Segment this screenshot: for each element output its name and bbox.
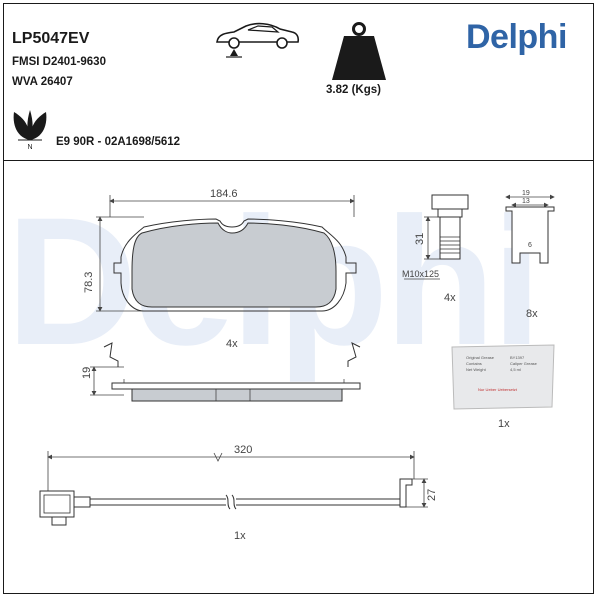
clip-hole-dim: 6 [528,242,532,249]
approval-number: E9 90R - 02A1698/5612 [56,136,181,148]
eco-letter: N [27,144,32,150]
pad-side-backplate [111,382,361,390]
grease-warning: Nur Ueber Uebersetzt [478,387,518,392]
bolt-length-dim: 31 [414,233,426,245]
wear-sensor [39,478,413,526]
delphi-logo: Delphi [466,18,567,56]
eco-leaf-icon: N [13,110,47,150]
grease-value-3: 4,5 ml [510,367,521,372]
grease-sachet [451,344,555,410]
bolt-quantity: 4x [444,292,456,304]
spec-sheet: LP5047EV FMSI D2401-9630 WVA 26407 N E9 … [3,3,594,594]
grease-value-1: BY1397 [510,355,525,360]
sensor-length-dim: 320 [234,444,252,456]
grease-value-2: Caliper Grease [510,361,538,366]
grease-line-3: Net Weight [466,367,487,372]
sensor-quantity: 1x [234,530,246,542]
clip-inner-dim: 13 [522,198,530,205]
clip-quantity: 8x [526,308,538,320]
grease-line-1: Original Grease [466,355,495,360]
sensor-height-dim: 27 [426,489,438,501]
fmsi-number: FMSI D2401-9630 [12,56,106,68]
car-lift-icon [216,22,300,58]
pad-width-dim: 184.6 [210,188,238,200]
bolt-thread-dim: M10x125 [402,269,439,279]
brake-pad-friction-area [131,222,337,308]
part-number: LP5047EV [12,30,90,47]
clip-part [505,206,555,264]
pad-thickness-dim: 19 [81,367,93,379]
wva-number: WVA 26407 [12,76,73,88]
grease-quantity: 1x [498,418,510,430]
grease-line-2: Contains [466,361,482,366]
pad-quantity: 4x [226,338,238,350]
header: LP5047EV FMSI D2401-9630 WVA 26407 N E9 … [4,4,593,161]
weight-icon [332,22,386,80]
clip-width-dim: 19 [522,190,530,197]
weight-value: 3.82 (Kgs) [326,84,381,96]
pad-side-friction [131,388,343,402]
technical-drawing: 184.6 78.3 4x 19 [39,188,555,542]
pad-height-dim: 78.3 [83,272,95,293]
